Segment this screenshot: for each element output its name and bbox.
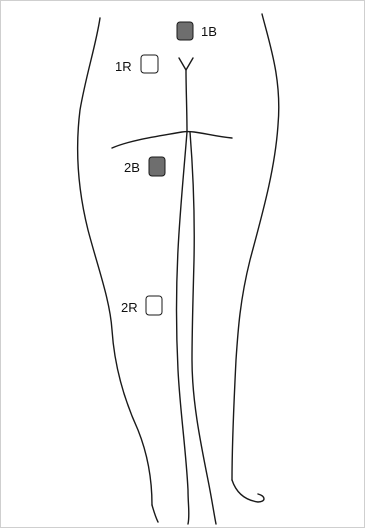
marker-1B-box (177, 22, 193, 40)
marker-1B-label: 1B (201, 24, 217, 39)
marker-1R: 1R (115, 55, 158, 74)
marker-2R: 2R (121, 296, 162, 315)
gluteal-crease (112, 132, 232, 148)
marker-2R-box (146, 296, 162, 315)
right-leg-inner-outline (190, 132, 216, 524)
left-leg-outer-outline (78, 18, 152, 505)
midline-crease (186, 70, 187, 132)
right-leg-outer-outline (232, 14, 279, 480)
marker-2B: 2B (124, 157, 165, 176)
marker-1R-label: 1R (115, 59, 132, 74)
marker-1R-box (141, 55, 158, 73)
left-leg-inner-outline (177, 132, 189, 524)
marker-2B-box (149, 157, 165, 176)
left-foot-outline (152, 505, 158, 522)
marker-2R-label: 2R (121, 300, 138, 315)
midline-fork (179, 58, 193, 70)
marker-2B-label: 2B (124, 160, 140, 175)
marker-1B: 1B (177, 22, 217, 40)
right-foot-outline (232, 480, 264, 502)
